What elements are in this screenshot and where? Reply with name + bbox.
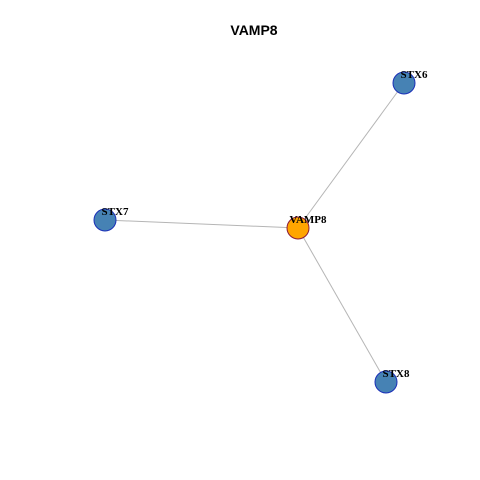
node-label-vamp8: VAMP8 — [289, 214, 327, 226]
node-circle-vamp8 — [286, 216, 310, 240]
node-stx6: STX6 — [392, 69, 428, 95]
edges-layer — [104, 82, 405, 383]
node-circle-stx8 — [374, 370, 398, 394]
node-stx8: STX8 — [374, 368, 410, 394]
node-label-stx8: STX8 — [383, 368, 410, 380]
node-vamp8: VAMP8 — [286, 214, 327, 240]
node-circle-stx6 — [392, 71, 416, 95]
node-stx7: STX7 — [93, 206, 129, 232]
edge-vamp8-stx8 — [297, 227, 387, 383]
node-label-stx7: STX7 — [102, 206, 129, 218]
edge-vamp8-stx6 — [297, 82, 405, 229]
node-circle-stx7 — [93, 208, 117, 232]
node-label-stx6: STX6 — [401, 69, 428, 81]
edge-vamp8-stx7 — [104, 219, 299, 229]
diagram-title: VAMP8 — [230, 22, 277, 38]
